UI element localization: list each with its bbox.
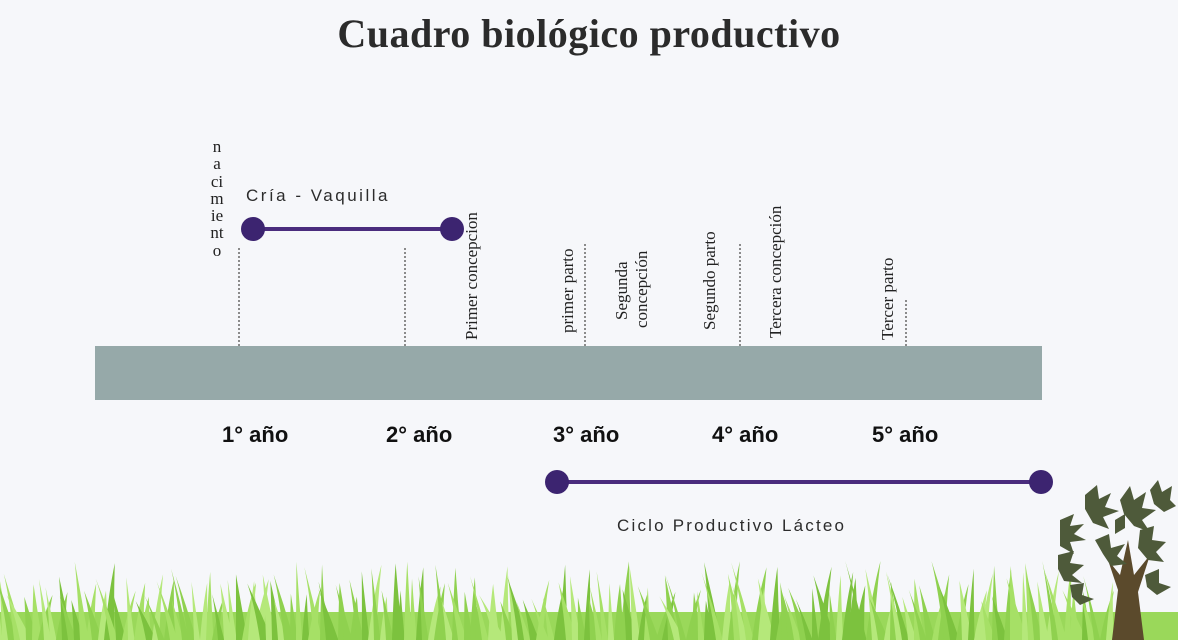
range-end-dot — [1029, 470, 1053, 494]
year-label-3: 3° año — [553, 422, 620, 447]
page-title: Cuadro biológico productivo — [337, 11, 841, 56]
year-label-4: 4° año — [712, 422, 779, 447]
tick-segundo-parto — [739, 244, 741, 346]
range-label-ciclo-productivo: Ciclo Productivo Lácteo — [617, 516, 847, 535]
tick-nacimiento — [238, 248, 240, 346]
year-label-5: 5° año — [872, 422, 939, 447]
tick-year-2 — [404, 248, 406, 346]
timeline-bar — [95, 346, 1042, 400]
range-line-cria-vaquilla — [253, 227, 452, 231]
range-start-dot — [241, 217, 265, 241]
year-label-2: 2° año — [386, 422, 453, 447]
range-line-ciclo-productivo — [557, 480, 1043, 484]
tick-primer-parto — [584, 244, 586, 346]
range-start-dot — [545, 470, 569, 494]
event-nacimiento: nacimiento — [210, 137, 224, 260]
tree-icon — [1058, 480, 1176, 640]
range-label-cria-vaquilla: Cría - Vaquilla — [246, 186, 390, 205]
tick-tercer-parto — [905, 300, 907, 346]
range-end-dot — [440, 217, 464, 241]
year-label-1: 1° año — [222, 422, 289, 447]
